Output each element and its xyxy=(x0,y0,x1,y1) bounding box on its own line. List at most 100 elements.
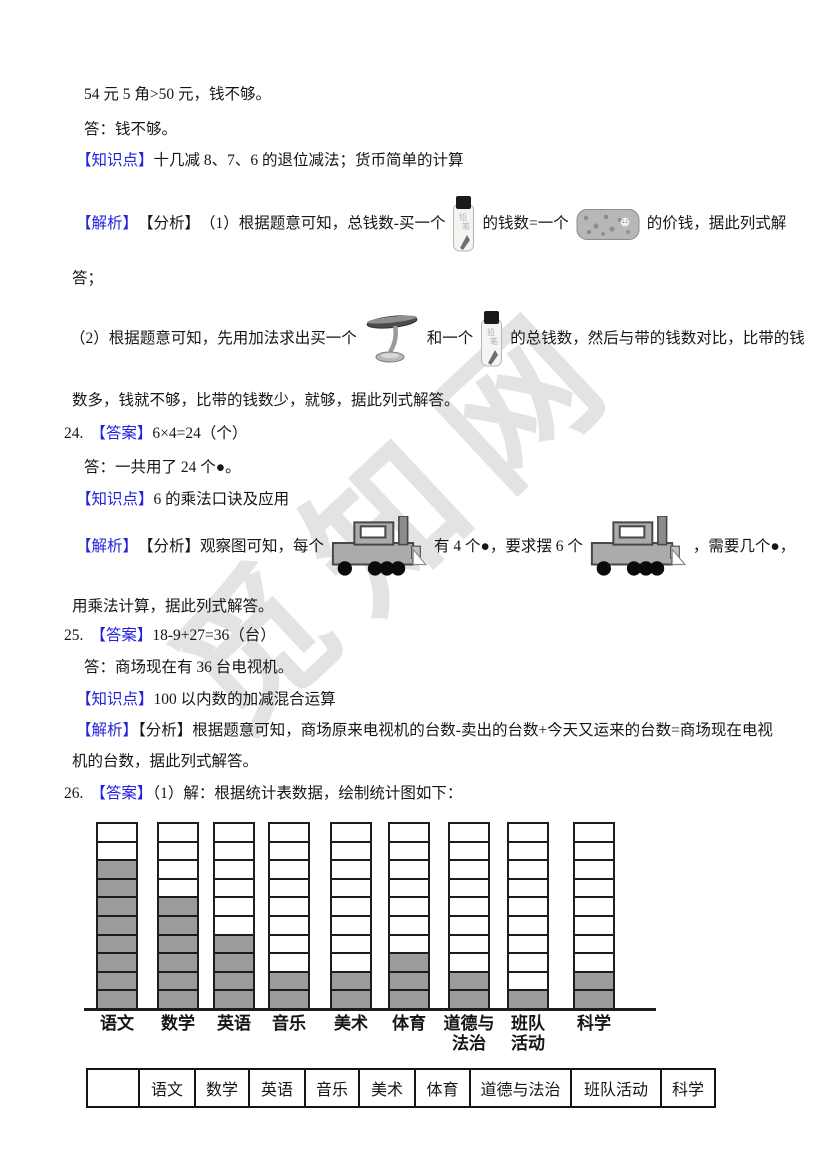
analysis-sub-tag: 【分析】 xyxy=(138,722,193,739)
chart-cell xyxy=(159,916,197,936)
chart-category-label: 科学 xyxy=(577,1014,611,1033)
q23-compare-text: 54 元 5 角>50 元，钱不够。 xyxy=(84,86,271,103)
table-cell-道德与法治: 道德与法治 xyxy=(471,1068,572,1108)
q23-analysis-p2a: （2）根据题意可知，先用加法求出买一个 xyxy=(70,330,357,347)
q26-number: 26. xyxy=(64,785,84,802)
q23-knowledge-text: 十几减 8、7、6 的退位减法；货币简单的计算 xyxy=(153,152,464,169)
chart-cell xyxy=(332,972,370,992)
chart-cell xyxy=(450,972,488,992)
chart-cell xyxy=(575,954,613,973)
q24-analysis-wrap-text: 用乘法计算，据此列式解答。 xyxy=(72,598,274,615)
chart-cell xyxy=(215,861,253,880)
table-cell-英语: 英语 xyxy=(250,1068,306,1108)
q25-analysis-line-1: 【解析】【分析】根据题意可知，商场原来电视机的台数-卖出的台数+今天又运来的台数… xyxy=(76,720,773,742)
chart-cell xyxy=(390,842,428,862)
svg-text:笔: 笔 xyxy=(490,336,498,346)
table-cell-科学: 科学 xyxy=(662,1068,716,1108)
q23-analysis-wrap2-text: 数多，钱就不够，比带的钱数少，就够，据此列式解答。 xyxy=(72,392,460,409)
table-cell-体育: 体育 xyxy=(416,1068,471,1108)
chart-cell xyxy=(332,879,370,899)
q23-analysis-wrap-2: 数多，钱就不够，比带的钱数少，就够，据此列式解答。 xyxy=(72,390,460,412)
q25-answer-line-2: 答：商场现在有 36 台电视机。 xyxy=(84,657,293,679)
q23-analysis-p2b: 和一个 xyxy=(426,330,474,347)
q23-knowledge-line: 【知识点】十几减 8、7、6 的退位减法；货币简单的计算 xyxy=(76,150,464,172)
q24-analysis-b: 有 4 个●，要求摆 6 个 xyxy=(434,538,583,555)
q25-analysis-line-2: 机的台数，据此列式解答。 xyxy=(72,751,258,773)
chart-cell xyxy=(215,916,253,936)
chart-cell xyxy=(450,842,488,862)
chart-cell xyxy=(390,916,428,936)
chart-cell xyxy=(575,935,613,955)
knowledge-tag: 【知识点】 xyxy=(76,691,154,708)
q24-answer-text: 6×4=24（个） xyxy=(152,425,248,442)
chart-category-label: 数学 xyxy=(161,1014,195,1033)
chart-cell xyxy=(509,972,547,992)
q23-analysis-p1a: （1）根据题意可知，总钱数-买一个 xyxy=(200,215,446,232)
chart-cell xyxy=(450,898,488,917)
analysis-sub-tag: 【分析】 xyxy=(138,538,201,555)
chart-cell xyxy=(390,972,428,992)
table-cell-美术: 美术 xyxy=(360,1068,416,1108)
toy-train-icon xyxy=(590,516,686,576)
chart-cell xyxy=(215,935,253,955)
table-cell-数学: 数学 xyxy=(196,1068,250,1108)
q23-analysis-line-1: 【解析】【分析】 （1）根据题意可知，总钱数-买一个 铅 笔 的钱数=一个 的价… xyxy=(76,193,786,255)
answer-tag: 【答案】 xyxy=(90,785,153,802)
chart-cell xyxy=(270,916,308,936)
q23-answer-text: 答：钱不够。 xyxy=(84,121,178,138)
chart-column-音乐 xyxy=(268,822,310,1010)
q24-analysis-c: ，需要几个●， xyxy=(692,538,796,555)
chart-cell xyxy=(509,879,547,899)
chart-cell xyxy=(159,824,197,843)
q26-answer-intro-text: （1）解：根据统计表数据，绘制统计图如下： xyxy=(152,785,463,802)
chart-cell xyxy=(270,824,308,843)
svg-text:铅: 铅 xyxy=(459,212,467,222)
chart-category-label: 英语 xyxy=(217,1014,251,1033)
q24-number: 24. xyxy=(64,425,84,442)
chart-cell xyxy=(332,916,370,936)
chart-cell xyxy=(270,991,308,1008)
svg-text:铅: 铅 xyxy=(487,327,495,337)
chart-cell xyxy=(332,954,370,973)
chart-cell xyxy=(509,842,547,862)
chart-cell xyxy=(575,972,613,992)
chart-cell xyxy=(215,991,253,1008)
chart-cell xyxy=(98,935,136,955)
q23-analysis-line-2: （2）根据题意可知，先用加法求出买一个 和一个 铅 笔 的总钱数，然后与带的钱数… xyxy=(70,308,805,370)
chart-cell xyxy=(450,935,488,955)
chart-cell xyxy=(332,898,370,917)
chart-cell xyxy=(98,879,136,899)
chart-cell xyxy=(215,824,253,843)
q25-answer-text: 18-9+27=36（台） xyxy=(152,627,276,644)
chart-column-班队活动 xyxy=(507,822,549,1010)
q24-answer2-text: 答：一共用了 24 个●。 xyxy=(84,459,241,476)
chart-category-label: 语文 xyxy=(100,1014,134,1033)
chart-cell xyxy=(575,842,613,862)
chart-cell xyxy=(509,991,547,1008)
chart-cell xyxy=(270,898,308,917)
chart-cell xyxy=(270,954,308,973)
chart-cell xyxy=(98,842,136,862)
chart-cell xyxy=(98,898,136,917)
chart-cell xyxy=(98,991,136,1008)
chart-cell xyxy=(509,916,547,936)
q24-answer-line: 24.【答案】6×4=24（个） xyxy=(64,423,247,445)
q25-number: 25. xyxy=(64,627,84,644)
analysis-tag: 【解析】 xyxy=(76,215,139,232)
analysis-tag: 【解析】 xyxy=(76,538,139,555)
q23-analysis-wrap1-text: 答； xyxy=(72,270,104,287)
chart-cell xyxy=(509,935,547,955)
chart-cell xyxy=(215,954,253,973)
chart-cell xyxy=(215,842,253,862)
chart-cell xyxy=(159,861,197,880)
chart-cell xyxy=(98,954,136,973)
knowledge-tag: 【知识点】 xyxy=(76,152,154,169)
chart-cell xyxy=(98,972,136,992)
chart-cell xyxy=(450,861,488,880)
svg-text:笔: 笔 xyxy=(462,221,470,231)
chart-category-label: 音乐 xyxy=(272,1014,306,1033)
chart-cell xyxy=(509,954,547,973)
q24-knowledge-text: 6 的乘法口诀及应用 xyxy=(153,491,290,508)
table-cell-empty xyxy=(86,1068,140,1108)
